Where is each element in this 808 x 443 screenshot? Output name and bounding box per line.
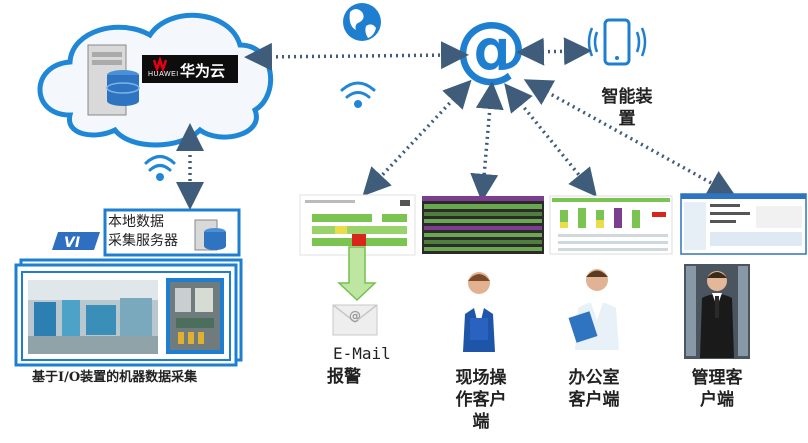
local-server-label: 本地数据 采集服务器 xyxy=(108,214,178,249)
office-screenshot xyxy=(549,195,673,255)
down-arrow-icon xyxy=(337,246,377,302)
connectors xyxy=(176,37,737,210)
management-screenshot xyxy=(680,193,807,255)
manager-avatar xyxy=(684,264,750,359)
huawei-cloud-label: 华为云 xyxy=(180,62,226,80)
email-title: E-Mail xyxy=(333,344,391,363)
email-subtitle: 报警 xyxy=(327,367,361,387)
wifi-icon xyxy=(144,155,176,181)
local-server-box xyxy=(103,208,241,257)
office-worker-avatar xyxy=(568,269,619,350)
email-alarm-screenshot xyxy=(299,194,416,256)
shopfloor-screenshot xyxy=(422,196,544,254)
huawei-badge xyxy=(142,55,238,83)
shopfloor-worker-avatar xyxy=(458,272,500,352)
machine-photo-frame xyxy=(14,258,243,367)
management-client-label: 管理客 户端 xyxy=(691,368,743,410)
vi-logo: VI xyxy=(52,232,100,251)
wifi-icon xyxy=(340,81,376,108)
envelope-icon: @ xyxy=(332,304,378,336)
at-symbol-icon: @ xyxy=(455,6,527,90)
phone-icon xyxy=(587,18,647,66)
office-client-label: 办公室 客户端 xyxy=(568,368,620,410)
smart-device-label: 智能装 置 xyxy=(601,87,653,129)
huawei-brand-label: HUAWEI xyxy=(148,71,179,78)
svg-text:@: @ xyxy=(349,309,361,323)
svg-text:VI: VI xyxy=(64,235,80,251)
globe-icon xyxy=(343,3,381,41)
cloud-server-icon xyxy=(87,44,140,116)
shopfloor-client-label: 现场操 作客户 端 xyxy=(455,368,507,432)
machine-caption: 基于I/O装置的机器数据采集 xyxy=(32,370,198,385)
